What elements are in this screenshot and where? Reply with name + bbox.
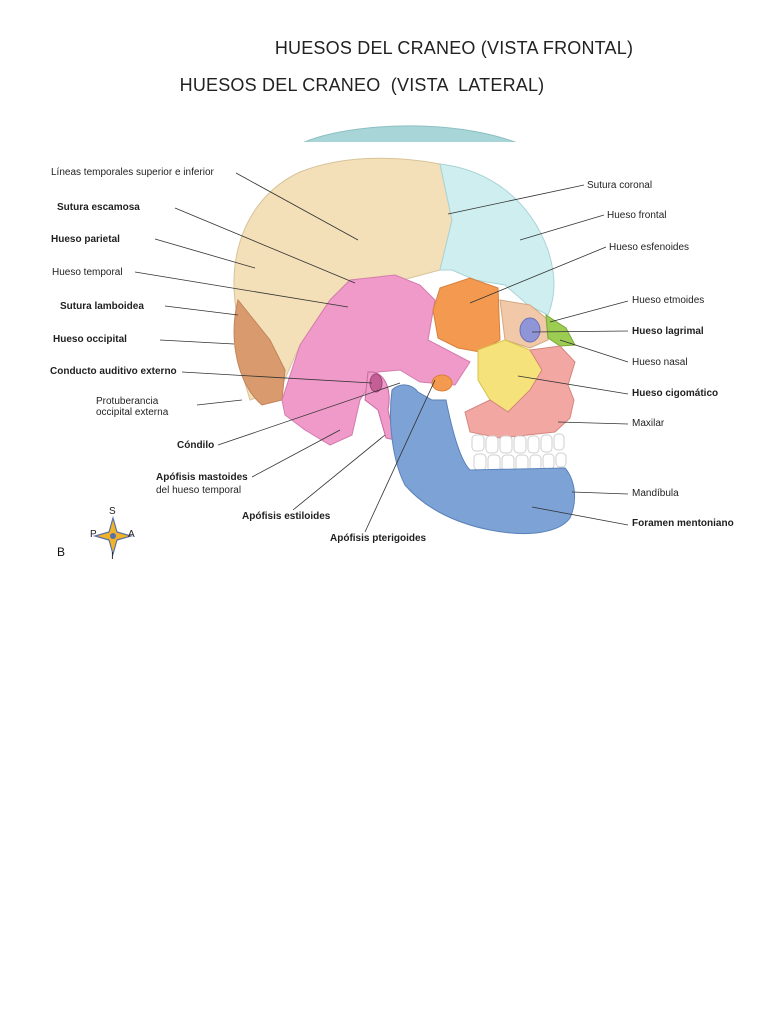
upper-teeth: [471, 433, 565, 454]
label-external-auditory-canal: Conducto auditivo externo: [50, 366, 177, 377]
label-occipital-protuberance-1: Protuberancia: [96, 396, 159, 407]
label-occipital-bone: Hueso occipital: [53, 334, 127, 345]
label-occipital-protuberance-2: occipital externa: [96, 407, 169, 418]
label-frontal-bone: Hueso frontal: [607, 210, 667, 221]
title-frontal-view: HUESOS DEL CRANEO (VISTA FRONTAL): [274, 38, 634, 58]
nasal-bone: [545, 314, 576, 347]
title-lateral-view: HUESOS DEL CRANEO (VISTA LATERAL): [179, 75, 545, 95]
label-lambdoid-suture: Sutura lamboidea: [60, 301, 144, 312]
leader-lines-left: [134, 172, 436, 533]
label-parietal-bone: Hueso parietal: [51, 234, 120, 245]
label-ethmoid-bone: Hueso etmoides: [632, 295, 705, 306]
label-mandible: Mandíbula: [632, 488, 679, 499]
crop-edge: [233, 142, 535, 145]
label-condyle: Cóndilo: [177, 440, 215, 451]
label-nasal-bone: Hueso nasal: [632, 357, 688, 368]
leader-lines-right: [447, 184, 629, 526]
label-lacrimal-bone: Hueso lagrimal: [632, 326, 704, 337]
skull-lateral-diagram: Líneas temporales superior e inferior Su…: [0, 100, 768, 570]
lower-teeth: [473, 452, 567, 473]
label-squamous-suture: Sutura escamosa: [57, 202, 140, 213]
label-sphenoid-bone: Hueso esfenoides: [609, 242, 690, 253]
frontal-bone: [439, 163, 555, 316]
occipital-bone: [233, 298, 286, 406]
label-zygomatic-bone: Hueso cigomático: [632, 388, 719, 399]
label-mental-foramen: Foramen mentoniano: [632, 518, 734, 529]
label-temporal-lines: Líneas temporales superior e inferior: [51, 167, 214, 178]
label-maxilla: Maxilar: [632, 418, 665, 429]
label-mastoid-process-1: Apófisis mastoides: [156, 472, 248, 483]
mandible-bone: [390, 384, 576, 535]
top-skull-cap: [299, 125, 521, 145]
mandibular-condyle: [431, 374, 453, 392]
compass-posterior: P: [90, 529, 97, 540]
label-styloid-process: Apófisis estiloides: [242, 511, 331, 522]
label-temporal-bone: Hueso temporal: [52, 267, 123, 278]
compass-superior: S: [109, 506, 116, 517]
label-coronal-suture: Sutura coronal: [587, 180, 653, 191]
label-mastoid-process-2: del hueso temporal: [156, 485, 242, 496]
panel-letter: B: [57, 545, 66, 559]
compass-inferior: I: [111, 551, 114, 562]
lacrimal-bone: [519, 317, 541, 343]
sphenoid-bone: [432, 277, 501, 353]
temporal-bone: [281, 274, 471, 446]
compass-anterior: A: [128, 529, 135, 540]
label-pterygoid-process: Apófisis pterigoides: [330, 533, 427, 544]
skull-illustration: [92, 108, 629, 557]
orientation-compass-icon: [92, 515, 134, 557]
